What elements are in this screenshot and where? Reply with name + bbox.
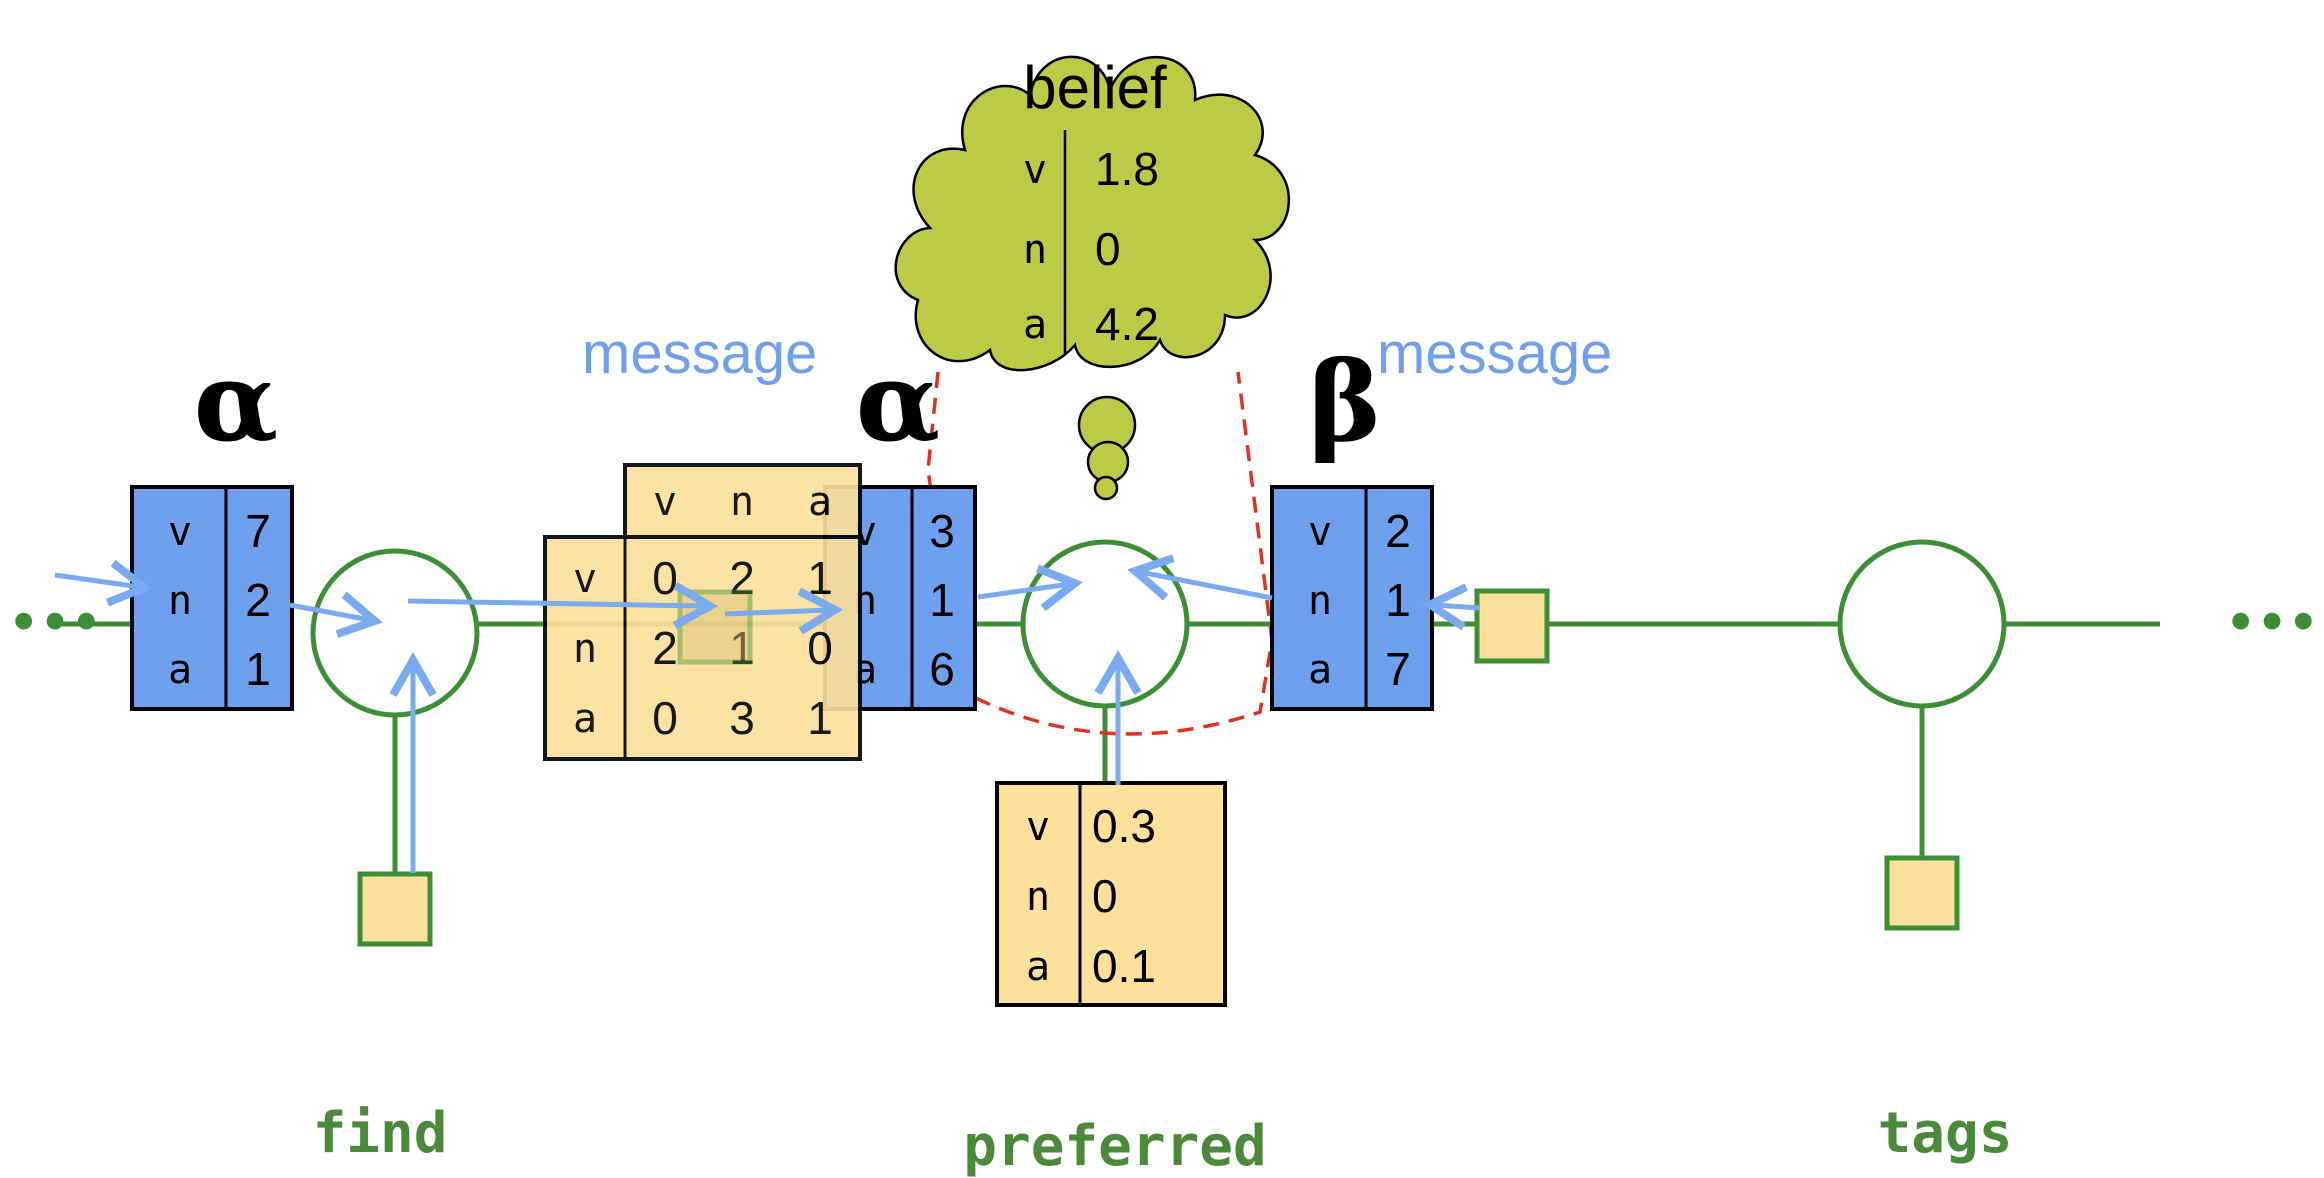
arrow-beta-to-preferred <box>1127 554 1273 601</box>
variable-node-find[interactable] <box>310 548 480 718</box>
emission-tag-v: v <box>1026 804 1050 850</box>
arrow-matrix-to-mid <box>724 587 844 635</box>
left-alpha-tag-a: a <box>168 647 192 693</box>
matrix-col-header-n: n <box>730 479 754 525</box>
message-arrows <box>54 554 1481 873</box>
beta-tag-a: a <box>1308 647 1332 693</box>
belief-title: belief <box>1023 54 1167 121</box>
matrix-col-header-v: v <box>653 479 677 525</box>
belief-cloud <box>894 55 1291 501</box>
unary-factor-find[interactable] <box>357 871 433 947</box>
matrix-cell: 1 <box>807 692 833 744</box>
emission-value-a: 0.1 <box>1092 940 1156 992</box>
belief-tag-v: v <box>1023 147 1047 193</box>
left-alpha-table: v 7 n 2 a 1 <box>130 485 294 711</box>
arrow-incoming-left <box>54 559 153 607</box>
belief-value-a: 4.2 <box>1095 298 1159 350</box>
transition-factor-right[interactable] <box>1474 588 1550 664</box>
word-label-preferred: preferred <box>963 1114 1266 1178</box>
belief-tag-n: n <box>1023 227 1047 273</box>
ellipsis-left: ... <box>8 544 102 650</box>
matrix-row-tag-a: a <box>573 696 597 742</box>
variable-node-tags[interactable] <box>1837 539 2007 709</box>
belief-value-v: 1.8 <box>1095 143 1159 195</box>
thought-bubble-small <box>1093 475 1119 501</box>
beta-symbol: β <box>1308 337 1381 466</box>
left-alpha-value-v: 7 <box>245 505 271 557</box>
message-label-left: message <box>582 321 817 386</box>
matrix-cell: 0 <box>807 622 833 674</box>
matrix-cell: 1 <box>807 552 833 604</box>
mid-alpha-symbol: α <box>856 337 941 466</box>
beta-table: v 2 n 1 a 7 <box>1270 485 1434 711</box>
emission-tag-a: a <box>1026 944 1050 990</box>
variable-node-preferred[interactable] <box>1020 539 1190 709</box>
emission-table: v 0.3 n 0 a 0.1 <box>995 781 1227 1007</box>
emission-value-v: 0.3 <box>1092 800 1156 852</box>
arrow-factor-to-beta <box>1421 583 1481 631</box>
unary-factor-tags[interactable] <box>1884 855 1960 931</box>
emission-tag-n: n <box>1026 874 1050 920</box>
belief-value-n: 0 <box>1095 223 1121 275</box>
message-label-right: message <box>1377 321 1612 386</box>
matrix-cell: 2 <box>729 552 755 604</box>
matrix-row-tag-n: n <box>573 626 597 672</box>
belief-cloud-shape <box>894 55 1291 372</box>
mid-alpha-value-n: 1 <box>929 574 955 626</box>
left-alpha-tag-v: v <box>168 509 192 555</box>
beta-value-a: 7 <box>1385 643 1411 695</box>
transition-matrix: v n a v 0 2 1 n 2 1 0 a 0 3 1 <box>543 463 862 761</box>
word-label-find: find <box>313 1101 448 1166</box>
beta-value-v: 2 <box>1385 505 1411 557</box>
matrix-col-header-a: a <box>808 479 832 525</box>
arrow-alpha-to-find <box>289 591 383 638</box>
matrix-cell: 1 <box>729 622 755 674</box>
belief-tag-a: a <box>1023 302 1047 348</box>
matrix-cell: 0 <box>652 552 678 604</box>
transition-matrix-body-box <box>543 535 862 761</box>
beta-tag-n: n <box>1308 578 1332 624</box>
mid-alpha-value-a: 6 <box>929 643 955 695</box>
transition-factor-ghost <box>677 589 753 665</box>
matrix-cell: 2 <box>652 622 678 674</box>
matrix-cell: 0 <box>652 692 678 744</box>
arrow-find-to-matrix <box>407 582 719 629</box>
left-alpha-value-a: 1 <box>245 643 271 695</box>
beta-tag-v: v <box>1308 509 1332 555</box>
left-alpha-value-n: 2 <box>245 574 271 626</box>
beta-value-n: 1 <box>1385 574 1411 626</box>
mid-alpha-value-v: 3 <box>929 505 955 557</box>
arrow-mid-to-preferred <box>977 564 1083 612</box>
matrix-row-tag-v: v <box>573 556 597 602</box>
emission-box <box>995 781 1227 1007</box>
emission-value-n: 0 <box>1092 870 1118 922</box>
word-label-tags: tags <box>1878 1101 2013 1166</box>
left-alpha-symbol: α <box>194 337 279 466</box>
ellipsis-right: ... <box>2225 544 2319 650</box>
matrix-cell: 3 <box>729 692 755 744</box>
left-alpha-tag-n: n <box>168 578 192 624</box>
